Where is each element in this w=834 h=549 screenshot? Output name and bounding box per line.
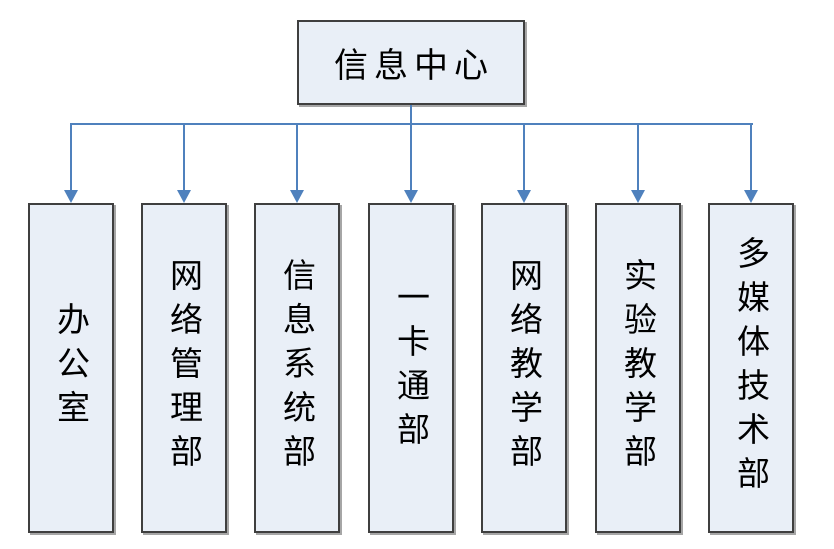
org-box-label: 多媒体技术部	[731, 236, 771, 500]
org-box-label: 办公室	[51, 302, 91, 434]
org-box-network-teaching: 网络教学部	[481, 203, 567, 533]
arrow-down-icon	[177, 190, 191, 203]
arrow-down-icon	[290, 190, 304, 203]
org-box-multimedia-technology: 多媒体技术部	[708, 203, 794, 533]
org-box-office: 办公室	[28, 203, 114, 533]
arrow-down-icon	[744, 190, 758, 203]
connector-drop	[750, 124, 752, 191]
arrow-down-icon	[631, 190, 645, 203]
connector-drop	[637, 124, 639, 191]
arrow-down-icon	[404, 190, 418, 203]
connector-stem	[410, 105, 412, 125]
org-box-network-management: 网络管理部	[141, 203, 227, 533]
connector-drop	[410, 124, 412, 191]
connector-drop	[523, 124, 525, 191]
org-box-root: 信息中心	[297, 20, 525, 105]
org-box-onecard: 一卡通部	[368, 203, 454, 533]
org-box-label: 一卡通部	[391, 280, 431, 456]
org-box-label: 信息系统部	[277, 258, 317, 478]
arrow-down-icon	[517, 190, 531, 203]
connector-drop	[70, 124, 72, 191]
org-box-label: 实验教学部	[618, 258, 658, 478]
arrow-down-icon	[64, 190, 78, 203]
connector-drop	[296, 124, 298, 191]
org-box-label: 网络管理部	[164, 258, 204, 478]
org-box-experimental-teaching: 实验教学部	[595, 203, 681, 533]
org-box-information-systems: 信息系统部	[254, 203, 340, 533]
connector-drop	[183, 124, 185, 191]
org-box-label: 网络教学部	[504, 258, 544, 478]
root-label: 信息中心	[334, 46, 494, 86]
